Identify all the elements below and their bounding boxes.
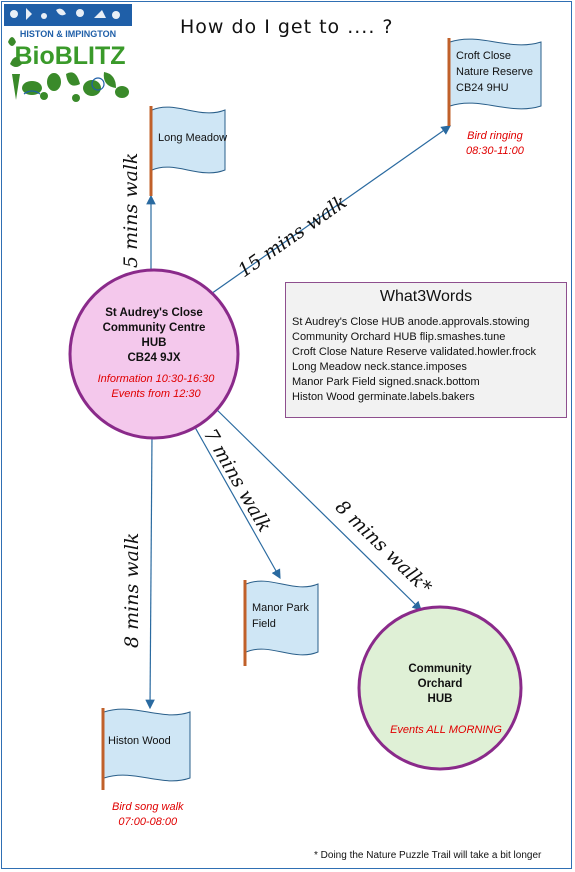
croft-close-line: Nature Reserve	[456, 66, 534, 78]
long-meadow-label: Long Meadow	[158, 130, 227, 146]
what3words-row: Long Meadow neck.stance.imposes	[292, 361, 467, 373]
page-title: How do I get to .... ?	[180, 16, 394, 38]
walk-label-histon-wood: 8 mins walk	[121, 532, 143, 648]
manor-park-label: Manor Park Field	[252, 600, 309, 632]
manor-park-line: Field	[252, 618, 276, 630]
what3words-row: Histon Wood germinate.labels.bakers	[292, 391, 475, 403]
footnote: * Doing the Nature Puzzle Trail will tak…	[314, 850, 542, 861]
what3words-row: Manor Park Field signed.snack.bottom	[292, 376, 480, 388]
orchard-hub-label: Community Orchard HUB	[380, 662, 500, 707]
long-meadow-line: Long Meadow	[158, 132, 228, 144]
arrow-to-manor-park	[191, 421, 281, 580]
arrow-to-croft-close	[207, 125, 451, 297]
main-hub-notes: Information 10:30-16:30 Events from 12:3…	[84, 372, 228, 402]
main-hub-line: HUB	[141, 337, 167, 349]
main-hub-circle[interactable]	[68, 268, 240, 440]
croft-close-line: CB24 9HU	[456, 82, 509, 94]
walk-label-long-meadow: 5 mins walk	[120, 152, 142, 268]
what3words-row: St Audrey's Close HUB anode.approvals.st…	[292, 316, 530, 328]
note-line: 07:00-08:00	[118, 816, 178, 828]
what3words-title: What3Words	[379, 288, 473, 305]
logo-line2: BioBLITZ	[14, 42, 125, 70]
logo-line1: HISTON & IMPINGTON	[20, 29, 116, 39]
croft-close-line: Croft Close	[456, 50, 512, 62]
flag-histon-wood[interactable]	[101, 708, 191, 790]
histon-wood-label: Histon Wood	[108, 733, 171, 749]
main-hub-line: Community Centre	[102, 322, 206, 334]
flag-croft-close[interactable]	[447, 38, 542, 126]
orchard-hub-line: HUB	[427, 693, 453, 705]
orchard-hub-note: Events ALL MORNING	[390, 724, 502, 736]
flag-manor-park[interactable]	[243, 580, 319, 666]
what3words-row: Croft Close Nature Reserve validated.how…	[292, 346, 536, 358]
bioblitz-logo: HISTON & IMPINGTON BioBLITZ	[4, 4, 132, 104]
note-line: Bird ringing	[467, 130, 523, 142]
main-hub-note: Information 10:30-16:30	[97, 373, 215, 385]
orchard-hub-line: Community	[408, 663, 472, 675]
note-line: 08:30-11:00	[466, 145, 524, 157]
arrow-to-histon-wood	[145, 435, 155, 710]
histon-wood-note: Bird song walk 07:00-08:00	[112, 800, 184, 830]
croft-close-label: Croft Close Nature Reserve CB24 9HU	[456, 48, 533, 96]
flag-long-meadow[interactable]	[149, 106, 226, 196]
what3words-row: Community Orchard HUB flip.smashes.tune	[292, 331, 506, 343]
main-hub-note: Events from 12:30	[111, 388, 201, 400]
what3words-box: What3Words St Audrey's Close HUB anode.a…	[285, 282, 567, 418]
arrow-to-orchard	[211, 404, 422, 611]
note-line: Bird song walk	[112, 801, 184, 813]
croft-close-note: Bird ringing 08:30-11:00	[466, 129, 524, 159]
orchard-hub-circle[interactable]	[357, 605, 523, 771]
main-hub-label: St Audrey's Close Community Centre HUB C…	[84, 306, 224, 366]
main-hub-line: St Audrey's Close	[105, 307, 203, 319]
manor-park-line: Manor Park	[252, 602, 309, 614]
histon-wood-line: Histon Wood	[108, 735, 171, 747]
orchard-hub-line: Orchard	[417, 678, 463, 690]
main-hub-line: CB24 9JX	[127, 352, 181, 364]
logo-graphic: HISTON & IMPINGTON BioBLITZ	[4, 4, 132, 102]
